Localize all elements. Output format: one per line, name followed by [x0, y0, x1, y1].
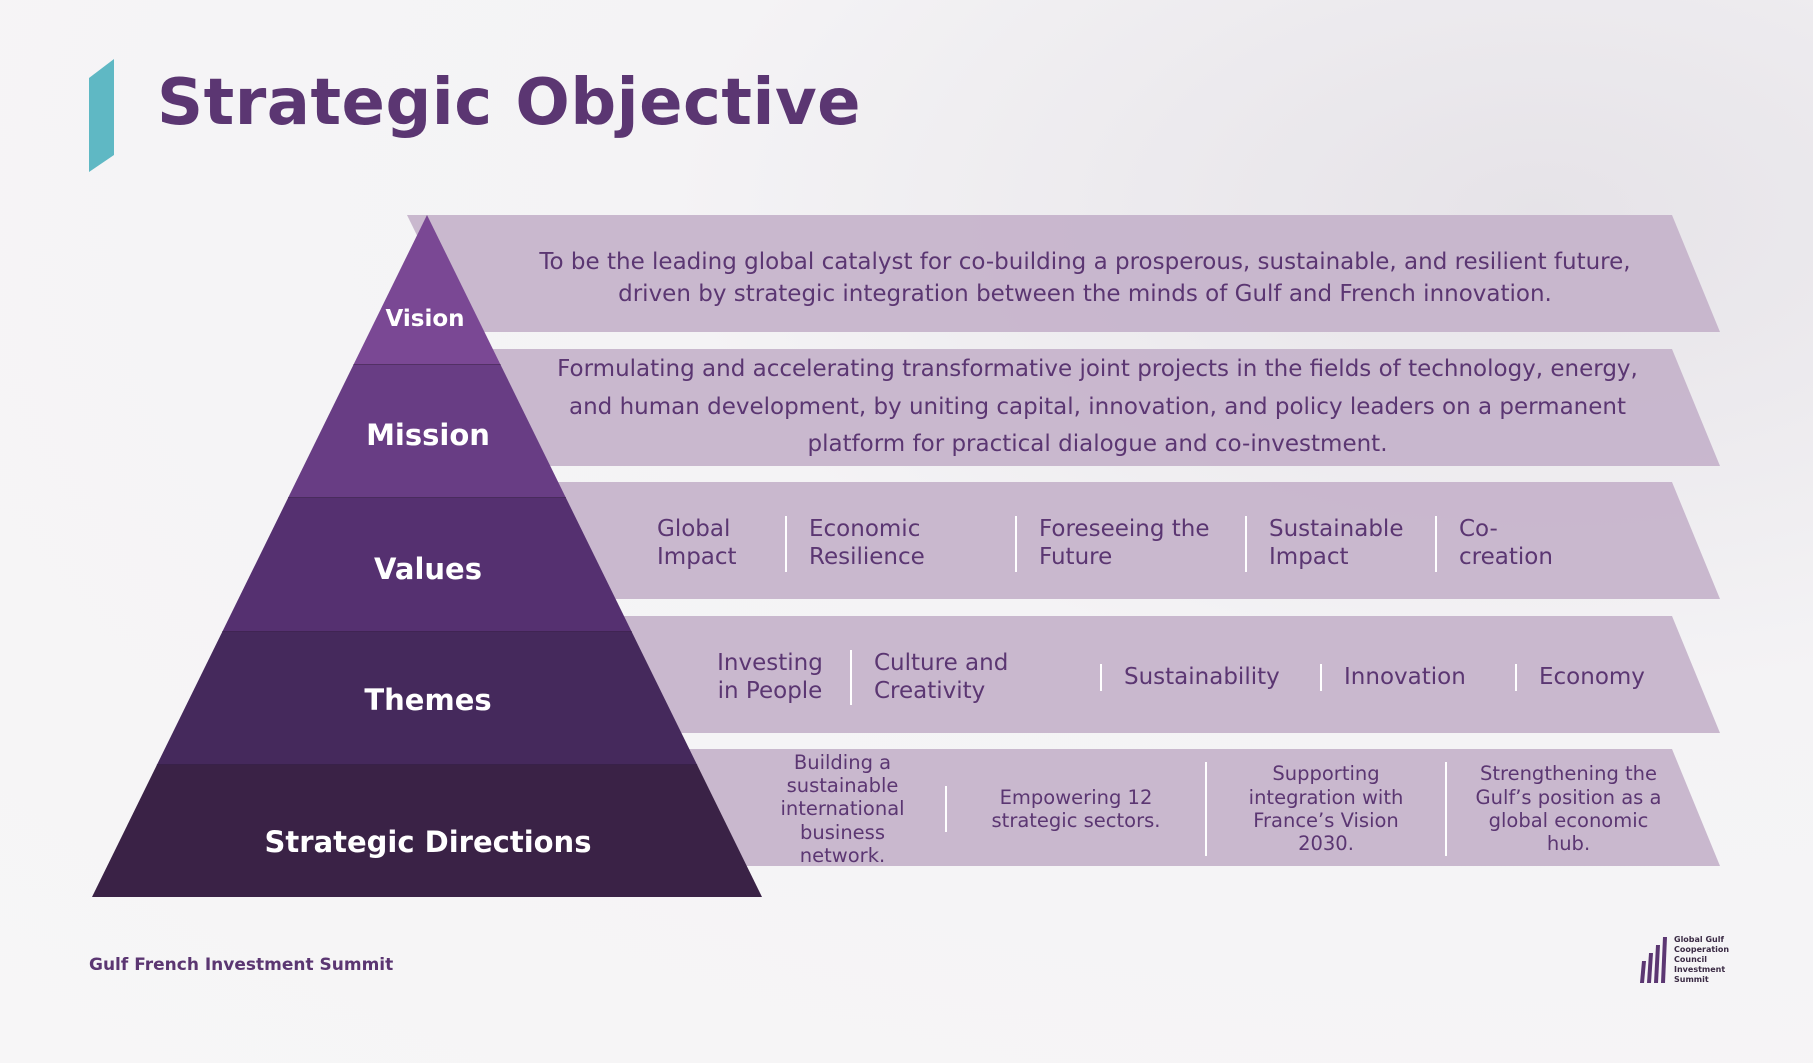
band-item: Global Impact [657, 516, 737, 570]
band-items-themes: Investing in People Culture and Creativit… [690, 640, 1675, 715]
pyramid-tier-vision [353, 215, 501, 365]
tier-label-themes: Themes [364, 683, 492, 717]
summit-logo: Global Gulf Cooperation Council Investme… [1638, 935, 1729, 985]
band-mission [472, 349, 1721, 466]
tier-label-vision: Vision [385, 306, 465, 332]
band-item: Supporting integration with France’s Vis… [1205, 762, 1445, 856]
band-item: Economic Resilience [785, 516, 1015, 572]
band-values [538, 482, 1720, 599]
pyramid-tier-values [222, 498, 632, 632]
band-text-vision: To be the leading global catalyst for co… [539, 248, 1631, 307]
summit-logo-text: Global Gulf Cooperation Council Investme… [1674, 935, 1730, 984]
band-item: Sustainable Impact [1245, 516, 1435, 572]
footer-summit-name: Gulf French Investment Summit [89, 955, 394, 975]
page-title: Strategic Objective [157, 66, 862, 140]
tier-label-strategic-directions: Strategic Directions [264, 825, 592, 859]
tier-label-values: Values [374, 552, 482, 586]
title-accent-bar [89, 59, 114, 172]
band-item: Empowering 12 strategic sectors. [945, 785, 1205, 833]
pyramid-tier-themes [156, 632, 698, 765]
summit-logo-icon [1640, 937, 1667, 983]
band-item: Culture and Creativity [850, 649, 1100, 706]
band-themes [603, 616, 1720, 733]
band-item: Innovation [1320, 663, 1515, 692]
band-item: Strengthening the Gulf’s position as a g… [1445, 762, 1690, 856]
tier-label-mission: Mission [366, 418, 490, 452]
pyramid-tier-strategic-directions [92, 765, 762, 897]
pyramid-tier-mission [287, 365, 567, 498]
band-item: Sustainability [1100, 663, 1320, 692]
band-vision [407, 215, 1720, 332]
band-item: Economy [1515, 663, 1675, 692]
band-text-mission: Formulating and accelerating transformat… [557, 355, 1638, 458]
band-item: Building a sustainable international bus… [780, 750, 905, 868]
band-item: Foreseeing the Future [1015, 516, 1245, 572]
band-strategic-directions [669, 749, 1721, 866]
band-items-strategic-directions: Building a sustainable international bus… [740, 751, 1690, 868]
band-item: Investing in People [717, 649, 823, 704]
band-item: Co-creation [1435, 516, 1595, 572]
